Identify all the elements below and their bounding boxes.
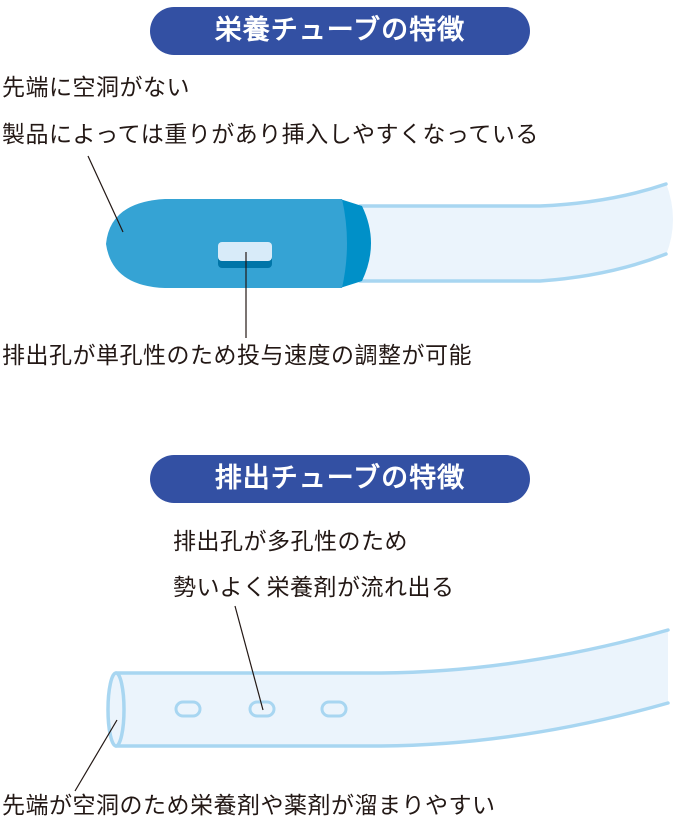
feeding-callout-weight: 製品によっては重りがあり挿入しやすくなっている [2,122,539,148]
feeding-tube-illustration [106,182,673,288]
drain-hole-1 [174,700,202,718]
feeding-tube-title-badge: 栄養チューブの特徴 [150,7,530,55]
drain-tube-title-badge: 排出チューブの特徴 [150,455,530,503]
feeding-callout-single-hole: 排出孔が単孔性のため投与速度の調整が可能 [2,343,472,369]
drain-callout-open-end: 先端が空洞のため栄養剤や薬剤が溜まりやすい [2,793,496,819]
drain-callout-multi-hole-1: 排出孔が多孔性のため [173,529,408,555]
drain-tube-edge-top [114,628,670,675]
leader-line-tip [87,155,124,233]
feeding-tip-band [340,199,371,288]
feeding-callout-tip: 先端に空洞がない [2,75,190,101]
drain-tube-body [116,630,668,746]
drain-callout-multi-hole-2: 勢いよく栄養剤が流れ出る [173,575,455,601]
leader-line-open-end [74,719,118,792]
drain-tube-illustration [106,628,670,748]
single-hole [218,242,272,261]
drain-tube-open-end [106,671,126,748]
drain-tube-edge-bottom [114,701,670,748]
feeding-tube-title: 栄養チューブの特徴 [214,15,466,46]
drain-tube-title: 排出チューブの特徴 [214,463,466,494]
feeding-tube-edge-top [358,182,668,208]
drain-hole-3 [320,700,348,718]
drain-hole-2 [248,700,276,718]
feeding-tube-edge-bottom [358,252,668,283]
leader-line-multi-holes [234,605,264,711]
